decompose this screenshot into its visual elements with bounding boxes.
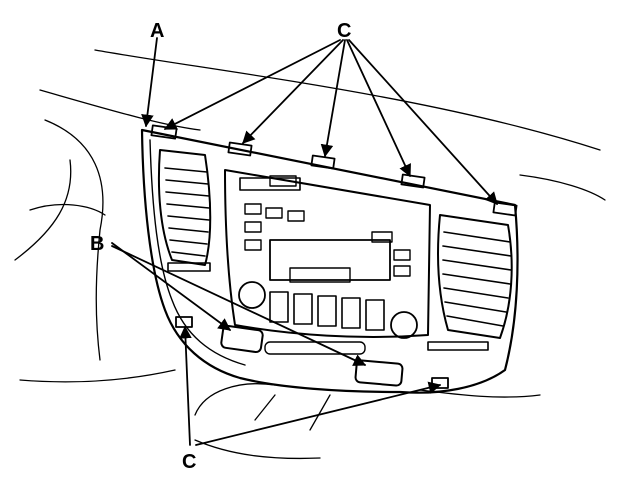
audio-unit — [224, 169, 431, 355]
callout-c-top: C — [337, 20, 351, 42]
leader-lines — [111, 37, 498, 446]
callout-b: B — [90, 233, 104, 255]
lower-openings — [220, 324, 404, 387]
callout-c-bottom: C — [182, 451, 196, 473]
left-air-vent — [157, 149, 212, 272]
center-panel — [140, 128, 519, 394]
right-air-vent — [427, 214, 513, 351]
callout-a: A — [150, 20, 164, 42]
